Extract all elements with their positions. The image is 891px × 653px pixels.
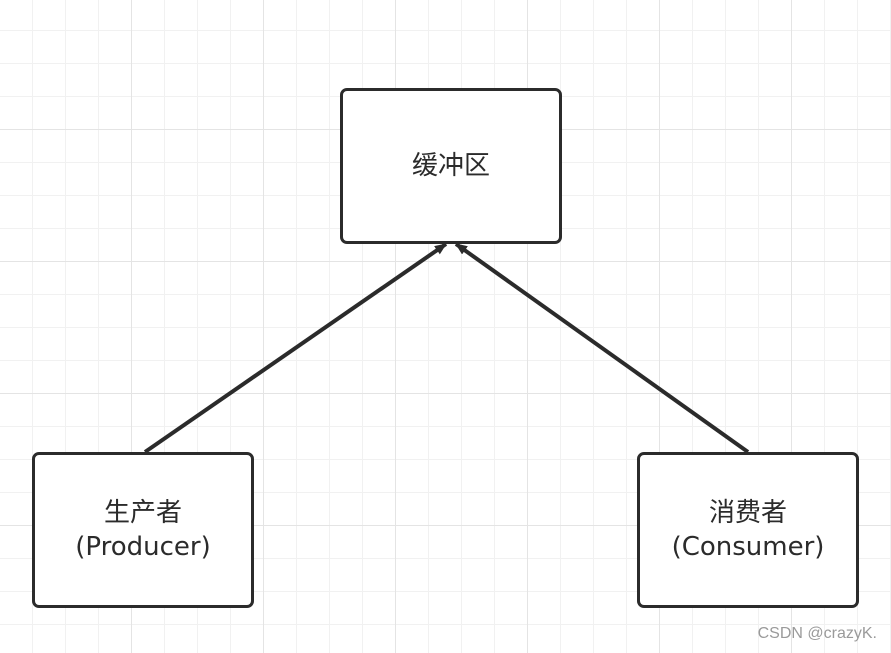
consumer-label-cn: 消费者 (708, 498, 787, 528)
consumer-label-en: (Consumer) (671, 532, 825, 562)
producer-label-cn: 生产者 (103, 498, 182, 528)
buffer-node: 缓冲区 (340, 88, 562, 244)
buffer-label: 缓冲区 (411, 151, 490, 181)
arrow-producer-to-buffer (143, 242, 448, 454)
producer-node: 生产者 (Producer) (32, 452, 254, 608)
watermark: CSDN @crazyK. (757, 625, 877, 642)
consumer-node: 消费者 (Consumer) (637, 452, 859, 608)
arrow-consumer-to-buffer (454, 242, 750, 454)
producer-label-en: (Producer) (75, 532, 211, 562)
